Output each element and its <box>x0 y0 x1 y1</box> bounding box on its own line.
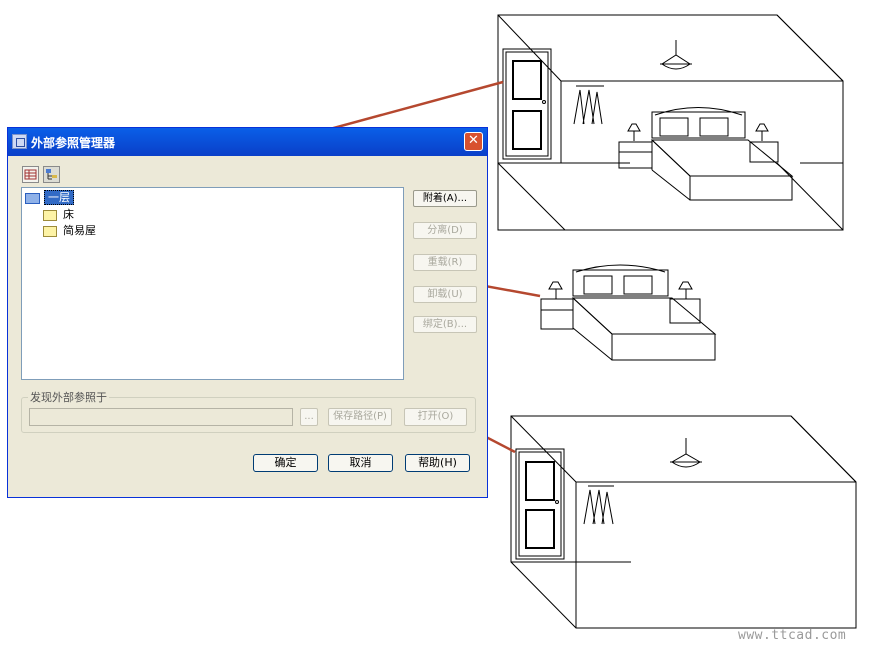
close-button[interactable]: ✕ <box>464 132 483 151</box>
app-icon <box>12 134 27 149</box>
tree-item-simple-house[interactable]: 简易屋 <box>43 224 96 238</box>
xref-folder-icon <box>43 209 57 221</box>
dialog-title: 外部参照管理器 <box>31 136 116 150</box>
save-path-button[interactable]: 保存路径(P) <box>328 408 392 426</box>
tree-view-button[interactable] <box>43 166 60 183</box>
list-view-icon <box>24 169 37 180</box>
xref-tree[interactable]: 一层 床 简易屋 <box>21 187 404 380</box>
cancel-button[interactable]: 取消 <box>328 454 393 472</box>
tree-item-bed-label: 床 <box>63 208 74 221</box>
drawing-icon <box>25 192 40 204</box>
room-one-drawing <box>497 14 844 231</box>
tree-item-root-label: 一层 <box>44 190 74 205</box>
xref-manager-dialog: 外部参照管理器 ✕ 一层 床 简易屋 附着(A)... 分离(D) 重 <box>7 127 488 498</box>
tree-item-root[interactable]: 一层 <box>25 190 74 205</box>
help-button[interactable]: 帮助(H) <box>405 454 470 472</box>
tree-item-simple-house-label: 简易屋 <box>63 224 96 237</box>
attach-button[interactable]: 附着(A)... <box>413 190 477 207</box>
unload-button[interactable]: 卸载(U) <box>413 286 477 303</box>
browse-button[interactable]: ... <box>300 408 318 426</box>
xref-folder-icon <box>43 225 57 237</box>
watermark: www.ttcad.com <box>738 628 847 643</box>
found-at-path-field[interactable] <box>29 408 293 426</box>
found-at-group <box>21 397 476 433</box>
open-button[interactable]: 打开(O) <box>404 408 467 426</box>
tree-item-bed[interactable]: 床 <box>43 208 74 222</box>
bind-button[interactable]: 绑定(B)... <box>413 316 477 333</box>
tree-view-icon <box>46 169 57 180</box>
detach-button[interactable]: 分离(D) <box>413 222 477 239</box>
ok-button[interactable]: 确定 <box>253 454 318 472</box>
room-two-drawing <box>510 415 857 629</box>
list-view-button[interactable] <box>22 166 39 183</box>
bed-drawing <box>540 264 717 361</box>
found-at-label: 发现外部参照于 <box>28 389 109 405</box>
reload-button[interactable]: 重载(R) <box>413 254 477 271</box>
dialog-titlebar: 外部参照管理器 ✕ <box>8 128 487 156</box>
